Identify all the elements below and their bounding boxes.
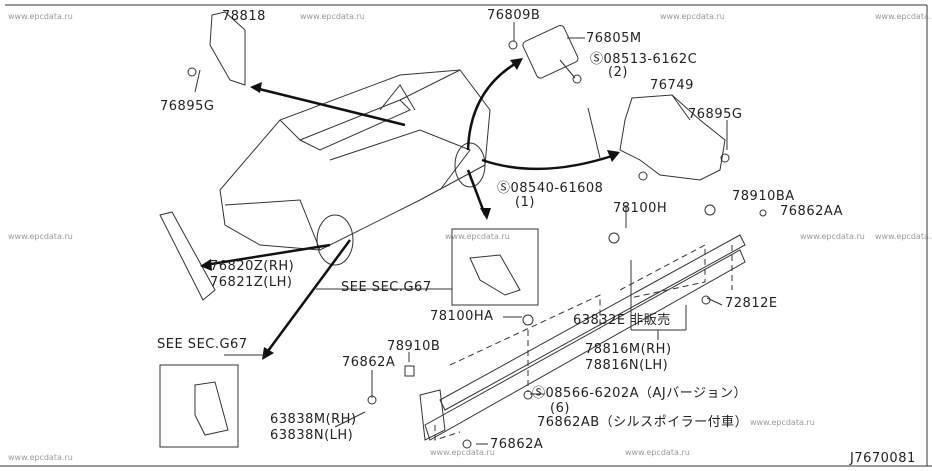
- side-sill-78816: [419, 234, 746, 441]
- watermark: www.epcdata.ru: [750, 418, 815, 427]
- part-label: 76809B: [487, 8, 541, 23]
- screw-icon: [367, 395, 377, 405]
- part-label: 63838M(RH): [270, 412, 357, 427]
- part-label: 78818: [222, 9, 266, 24]
- part-label: 76895G: [688, 107, 743, 122]
- part-label: Ⓢ08513-6162C: [590, 52, 698, 67]
- clip-icon: [404, 365, 415, 377]
- watermark: www.epcdata.ru: [8, 232, 73, 241]
- mud-guard-78818: [209, 11, 246, 86]
- part-label: 76820Z(RH): [210, 259, 295, 274]
- part-label: 78100H: [613, 201, 668, 216]
- part-label: 78100HA: [430, 309, 494, 324]
- see-section-link[interactable]: SEE SEC.G67: [157, 337, 248, 352]
- watermark: www.epcdata.ru: [8, 453, 73, 462]
- part-qty: (6): [550, 401, 570, 416]
- watermark: www.epcdata.ru: [800, 232, 865, 241]
- part-label: 76862AA: [780, 204, 844, 219]
- part-label: Ⓢ08540-61608: [497, 181, 604, 196]
- watermark: www.epcdata.ru: [300, 12, 365, 21]
- see-section-link[interactable]: SEE SEC.G67: [341, 280, 432, 295]
- part-label: 76895G: [160, 99, 215, 114]
- part-label: 63832E 非販売: [573, 313, 671, 328]
- car-outline: [219, 69, 491, 266]
- diagram-id: J7670081: [850, 451, 916, 466]
- part-label: 76862A: [490, 437, 544, 452]
- part-label: 76862A: [342, 355, 396, 370]
- part-label: 76821Z(LH): [210, 275, 293, 290]
- clip-icon: [187, 67, 197, 77]
- part-qty: (2): [608, 65, 628, 80]
- fender-protector-76749: [619, 94, 726, 181]
- clip-icon: [759, 209, 767, 217]
- watermark: www.epcdata.ru: [430, 448, 495, 457]
- part-qty: (1): [515, 195, 535, 210]
- clip-icon: [701, 295, 711, 305]
- clip-icon: [704, 204, 716, 216]
- part-label: 72812E: [725, 296, 778, 311]
- part-label: 76749: [650, 78, 694, 93]
- see-sec-box-a: [451, 228, 539, 306]
- see-sec-box-b: [159, 364, 239, 448]
- watermark: www.epcdata.ru: [445, 232, 510, 241]
- screw-icon: [523, 390, 533, 400]
- clip-icon: [508, 40, 518, 50]
- arrows: [200, 58, 620, 360]
- watermark: www.epcdata.ru: [875, 12, 932, 21]
- pillar-trim-76820Z: [159, 211, 216, 301]
- screw-icon: [572, 74, 582, 84]
- part-label: 63838N(LH): [270, 428, 354, 443]
- watermark: www.epcdata.ru: [625, 448, 690, 457]
- clip-icon: [608, 232, 620, 244]
- part-label: Ⓢ08566-6202A（AJバージョン）: [532, 386, 747, 401]
- part-label: 76805M: [586, 31, 642, 46]
- clip-icon: [720, 153, 730, 163]
- watermark: www.epcdata.ru: [875, 232, 932, 241]
- part-label: 76862AB（シルスポイラー付車）: [537, 415, 749, 430]
- screw-icon: [638, 171, 648, 181]
- watermark: www.epcdata.ru: [660, 12, 725, 21]
- part-label: 78816N(LH): [585, 358, 669, 373]
- watermark: www.epcdata.ru: [8, 12, 73, 21]
- clip-icon: [522, 314, 534, 326]
- vent-76805M: [522, 24, 579, 79]
- part-label: 78910BA: [732, 189, 795, 204]
- part-label: 78816M(RH): [585, 342, 672, 357]
- part-label: 78910B: [387, 339, 441, 354]
- screw-icon: [462, 439, 472, 449]
